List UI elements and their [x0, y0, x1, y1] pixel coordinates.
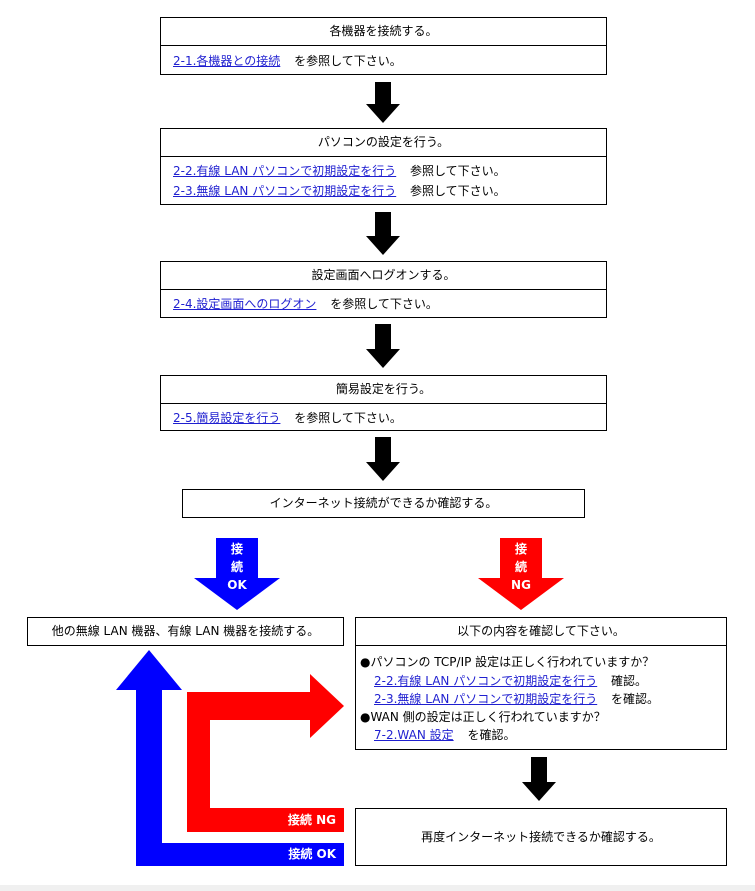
ng-q1-row2-text: を確認。	[611, 692, 660, 706]
ng-arrow: 接 続 NG	[478, 538, 564, 610]
link-2-5[interactable]: 2-5.簡易設定を行う	[173, 411, 281, 425]
step1-box: 各機器を接続する。 2-1.各機器との接続 を参照して下さい。	[160, 17, 607, 75]
ok-arrow-label-2: 続	[230, 560, 243, 574]
ok-arrow-label-1: 接	[230, 542, 243, 556]
ng-arrow-label-2: 続	[514, 560, 527, 574]
check-internet-box: インターネット接続ができるか確認する。	[182, 489, 585, 518]
ng-check-title: 以下の内容を確認して下さい。	[356, 618, 726, 646]
down-arrow-1	[366, 82, 400, 123]
link-2-4[interactable]: 2-4.設定画面へのログオン	[173, 297, 317, 311]
step3-row: 2-4.設定画面へのログオン を参照して下さい。	[161, 290, 606, 312]
ok-arrow: 接 続 OK	[194, 538, 280, 610]
step1-title: 各機器を接続する。	[161, 18, 606, 46]
loop-ng-arrow-shape	[187, 674, 344, 832]
step2-row2-text: 参照して下さい。	[410, 184, 506, 198]
ng-arrow-label-3: NG	[511, 578, 531, 592]
ng-q1-row1-text: 確認。	[611, 674, 648, 688]
loop-ok-label: 接続 OK	[288, 847, 336, 861]
link-2-3-check[interactable]: 2-3.無線 LAN パソコンで初期設定を行う	[374, 692, 598, 706]
step3-box: 設定画面へログオンする。 2-4.設定画面へのログオン を参照して下さい。	[160, 261, 607, 318]
down-arrow-2	[366, 212, 400, 255]
step2-title: パソコンの設定を行う。	[161, 129, 606, 157]
step3-row-text: を参照して下さい。	[330, 297, 438, 311]
loop-ok-arrow-shape	[116, 650, 344, 866]
link-7-2[interactable]: 7-2.WAN 設定	[374, 728, 454, 742]
step4-box: 簡易設定を行う。 2-5.簡易設定を行う を参照して下さい。	[160, 375, 607, 431]
ok-result-box: 他の無線 LAN 機器、有線 LAN 機器を接続する。	[27, 617, 344, 646]
link-2-2[interactable]: 2-2.有線 LAN パソコンで初期設定を行う	[173, 164, 397, 178]
step4-title: 簡易設定を行う。	[161, 376, 606, 404]
step4-row-text: を参照して下さい。	[294, 411, 402, 425]
down-arrow-3	[366, 324, 400, 368]
ng-q2-row-text: を確認。	[467, 728, 516, 742]
down-arrow-5	[522, 757, 556, 801]
ng-check-box: 以下の内容を確認して下さい。 ●パソコンの TCP/IP 設定は正しく行われてい…	[355, 617, 727, 750]
ng-q1-row1: 2-2.有線 LAN パソコンで初期設定を行う 確認。	[374, 672, 647, 689]
link-2-2-check[interactable]: 2-2.有線 LAN パソコンで初期設定を行う	[374, 674, 598, 688]
step2-row1: 2-2.有線 LAN パソコンで初期設定を行う 参照して下さい。	[161, 157, 606, 179]
ng-q2: ●WAN 側の設定は正しく行われていますか？	[360, 710, 606, 724]
ng-q1-row2: 2-3.無線 LAN パソコンで初期設定を行う を確認。	[374, 690, 659, 707]
down-arrow-4	[366, 437, 400, 481]
step2-row2: 2-3.無線 LAN パソコンで初期設定を行う 参照して下さい。	[161, 179, 606, 199]
ng-arrow-label-1: 接	[514, 542, 527, 556]
recheck-box: 再度インターネット接続できるか確認する。	[355, 808, 727, 866]
step1-row-text: を参照して下さい。	[294, 54, 402, 68]
link-2-1[interactable]: 2-1.各機器との接続	[173, 54, 281, 68]
ng-q2-row: 7-2.WAN 設定 を確認。	[374, 726, 515, 743]
step3-title: 設定画面へログオンする。	[161, 262, 606, 290]
step1-row: 2-1.各機器との接続 を参照して下さい。	[161, 46, 606, 69]
link-2-3[interactable]: 2-3.無線 LAN パソコンで初期設定を行う	[173, 184, 397, 198]
step4-row: 2-5.簡易設定を行う を参照して下さい。	[161, 404, 606, 426]
ok-arrow-label-3: OK	[227, 578, 247, 592]
page-footer-strip	[0, 885, 755, 891]
ng-q1: ●パソコンの TCP/IP 設定は正しく行われていますか？	[360, 655, 655, 669]
step2-box: パソコンの設定を行う。 2-2.有線 LAN パソコンで初期設定を行う 参照して…	[160, 128, 607, 205]
loop-ng-label: 接続 NG	[287, 813, 336, 827]
step2-row1-text: 参照して下さい。	[410, 164, 506, 178]
